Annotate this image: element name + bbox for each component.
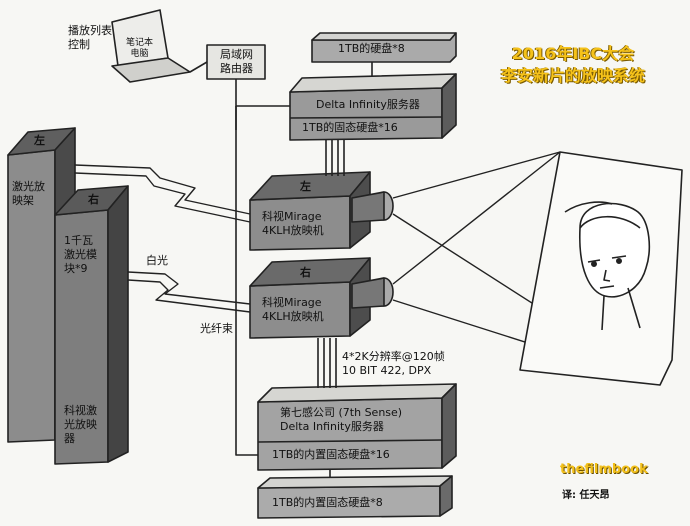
rack-left-tag: 左: [34, 134, 45, 147]
server-top-side: [441, 73, 457, 139]
laser-module-label: 1千瓦 激光模 块*9: [64, 234, 97, 275]
link-lan-to-bottom: [235, 106, 258, 456]
translator-credit: 译: 任天昂: [562, 490, 610, 501]
laser-module-side: [107, 185, 129, 463]
laser-projector-label: 科视激 光放映 器: [64, 404, 97, 445]
proj-right-label: 科视Mirage 4KLH放映机: [262, 296, 324, 323]
white-light-label: 白光: [146, 254, 168, 267]
laptop-label: 笔记本 电脑: [126, 38, 154, 59]
storage-top-label: 1TB的硬盘*8: [338, 42, 405, 55]
person-on-screen: [579, 202, 651, 298]
fiber-to-right: [127, 271, 251, 305]
rack-right-tag: 右: [88, 193, 99, 206]
fiber-to-left: [74, 164, 251, 215]
link-server-proj: [325, 140, 345, 176]
storage-bottom-label: 1TB的内置固态硬盘*8: [272, 496, 383, 509]
fiber-label: 光纤束: [200, 322, 233, 335]
stream-spec-label: 4*2K分辨率@120帧 10 BIT 422, DPX: [342, 350, 445, 377]
proj-right-tag: 右: [300, 266, 311, 279]
brand-mark: thefilmbook: [560, 462, 648, 477]
proj-left-label: 科视Mirage 4KLH放映机: [262, 210, 324, 237]
server-bottom-name: 第七感公司 (7th Sense) Delta Infinity服务器: [280, 406, 403, 433]
laser-rack-label: 激光放 映架: [12, 180, 45, 207]
server-top-name: Delta Infinity服务器: [316, 98, 420, 111]
link-proj-server: [317, 338, 337, 388]
playlist-control-label: 播放列表 控制: [68, 24, 112, 51]
router-label: 局域网 路由器: [220, 48, 253, 75]
link-laptop-router: [189, 61, 208, 73]
server-bottom-storage: 1TB的内置固态硬盘*16: [272, 448, 390, 461]
server-top-storage: 1TB的固态硬盘*16: [302, 121, 398, 134]
link-router-server: [235, 79, 290, 107]
diagram-title-line1: 2016年IBC大会: [511, 44, 635, 63]
proj-left-tag: 左: [300, 180, 311, 193]
storage-top-topface: [311, 32, 457, 41]
server-bottom-side: [441, 383, 457, 469]
diagram-title-line2: 李安新片的放映系统: [500, 66, 645, 85]
